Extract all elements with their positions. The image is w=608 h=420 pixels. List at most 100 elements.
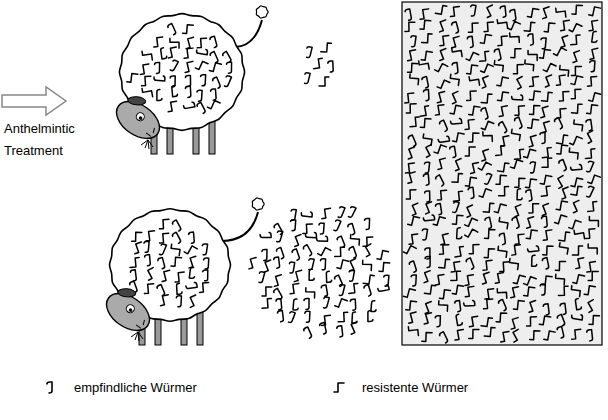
resistant-worm bbox=[558, 286, 568, 295]
resistant-worm bbox=[334, 247, 344, 256]
sheep-nose bbox=[136, 318, 146, 329]
resistant-worm bbox=[557, 145, 568, 155]
resistant-worm bbox=[438, 301, 448, 311]
resistant-worm bbox=[469, 133, 479, 142]
sensitive-worm bbox=[303, 327, 312, 339]
resistant-worm bbox=[483, 299, 494, 309]
resistant-worm bbox=[184, 37, 196, 48]
resistant-worm bbox=[469, 245, 479, 254]
resistant-worm bbox=[510, 129, 520, 140]
resistant-worm bbox=[524, 275, 537, 287]
resistant-worm bbox=[530, 105, 540, 114]
resistant-worm bbox=[509, 287, 521, 298]
resistant-worm bbox=[481, 63, 494, 75]
sensitive-worm bbox=[411, 275, 417, 286]
sensitive-worm bbox=[439, 120, 448, 132]
sensitive-worm bbox=[274, 257, 280, 269]
resistant-worm bbox=[452, 285, 463, 295]
resistant-worm bbox=[337, 259, 349, 270]
sensitive-worm bbox=[557, 327, 564, 339]
sensitive-worm bbox=[425, 191, 430, 202]
resistant-worm bbox=[558, 35, 570, 47]
resistant-worm bbox=[559, 20, 570, 30]
resistant-worm bbox=[453, 191, 464, 201]
resistant-worm bbox=[584, 285, 595, 295]
resistant-worm bbox=[515, 178, 525, 187]
resistant-worm bbox=[572, 5, 582, 15]
sensitive-worm bbox=[176, 283, 182, 294]
sheep-ear bbox=[127, 96, 146, 106]
sensitive-worm bbox=[541, 216, 547, 227]
resistant-worm bbox=[318, 246, 331, 259]
sensitive-worm bbox=[292, 249, 300, 261]
resistant-worm bbox=[453, 329, 464, 340]
resistant-worm bbox=[312, 58, 323, 68]
sheep-tail bbox=[216, 212, 258, 241]
resistant-worm bbox=[306, 288, 315, 298]
resistant-worm bbox=[498, 218, 508, 229]
sensitive-worm bbox=[304, 311, 310, 322]
resistant-worm bbox=[555, 274, 565, 285]
resistant-worm bbox=[479, 51, 490, 61]
resistant-worm bbox=[570, 135, 583, 147]
sensitive-worm bbox=[183, 102, 195, 109]
resistant-worm bbox=[540, 186, 551, 196]
sheep-head bbox=[100, 279, 161, 338]
resistant-worm bbox=[320, 315, 331, 325]
sensitive-worm bbox=[438, 136, 450, 142]
sensitive-worm bbox=[348, 270, 355, 282]
tail-puff bbox=[252, 198, 264, 210]
sensitive-worm bbox=[185, 75, 190, 86]
resistant-worm bbox=[558, 243, 569, 254]
resistant-worm bbox=[467, 65, 478, 75]
resistant-worm bbox=[526, 300, 538, 312]
sensitive-worm bbox=[423, 90, 429, 101]
resistant-worm bbox=[556, 200, 567, 210]
sensitive-worm bbox=[422, 77, 429, 89]
resistant-worm bbox=[499, 331, 510, 342]
sensitive-worm bbox=[408, 135, 417, 147]
resistant-worm bbox=[539, 49, 550, 59]
sheep-pupil bbox=[138, 116, 143, 121]
resistant-worm bbox=[481, 93, 492, 103]
resistant-worm bbox=[144, 268, 157, 281]
resistant-worm bbox=[142, 87, 153, 98]
legend-item: resistente Würmer bbox=[330, 379, 468, 395]
sensitive-worm bbox=[575, 298, 581, 310]
sensitive-worm bbox=[350, 299, 356, 310]
resistant-worm bbox=[553, 46, 566, 59]
resistant-worm bbox=[422, 134, 432, 145]
resistant-worm bbox=[145, 231, 156, 241]
resistant-worm bbox=[166, 47, 178, 58]
resistant-worm bbox=[170, 244, 180, 255]
resistant-worm bbox=[509, 329, 522, 342]
sensitive-worm bbox=[542, 258, 549, 270]
sensitive-worm bbox=[368, 311, 373, 322]
sensitive-worm bbox=[510, 9, 516, 21]
resistant-worm bbox=[452, 173, 463, 183]
resistant-worm bbox=[498, 162, 509, 172]
resistant-worm bbox=[510, 32, 520, 43]
resistant-worm bbox=[449, 36, 461, 47]
sensitive-worm bbox=[540, 38, 546, 49]
resistant-worm bbox=[262, 287, 272, 296]
sensitive-worm bbox=[185, 86, 191, 97]
resistant-worm bbox=[468, 316, 479, 327]
resistant-worm bbox=[589, 315, 599, 325]
sensitive-worm bbox=[188, 232, 194, 243]
sensitive-worm bbox=[464, 300, 475, 306]
resistant-worm bbox=[435, 91, 447, 102]
sensitive-worm bbox=[410, 35, 416, 47]
resistant-worm bbox=[556, 7, 566, 18]
resistant-worm bbox=[496, 175, 506, 185]
resistant-worm bbox=[529, 76, 540, 86]
resistant-worm bbox=[571, 329, 582, 339]
resistant-worm bbox=[469, 75, 479, 86]
sensitive-worm bbox=[196, 48, 208, 55]
sensitive-worm bbox=[455, 301, 461, 313]
resistant-worm bbox=[544, 330, 555, 341]
resistant-worm bbox=[528, 50, 537, 60]
sheep-body bbox=[119, 14, 244, 131]
resistant-worm bbox=[496, 313, 507, 323]
